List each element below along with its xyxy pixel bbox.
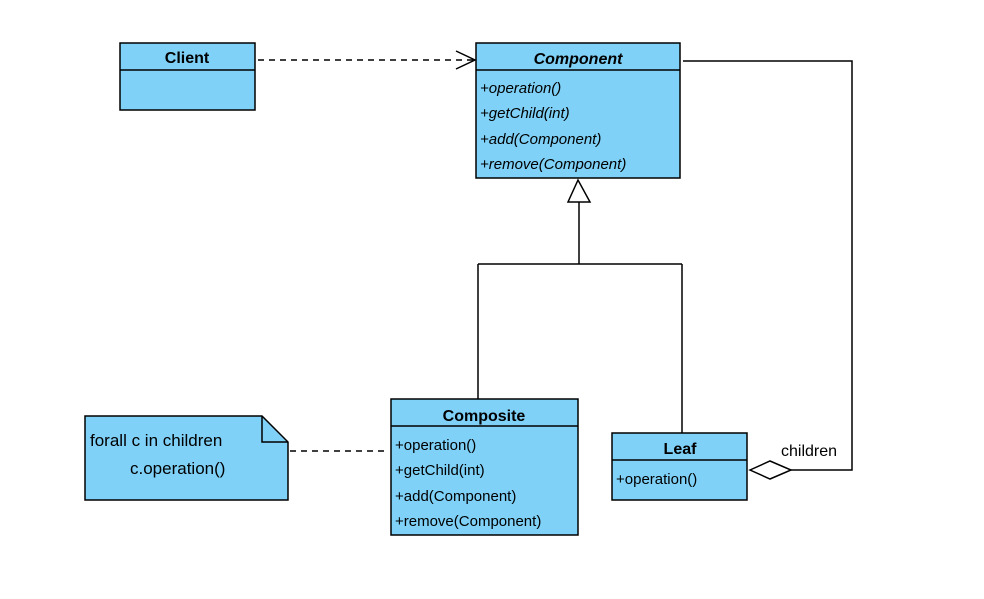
note-shape [84,415,289,501]
generalization-triangle [566,178,592,203]
note-line-2: c.operation() [130,459,225,478]
composite-class[interactable]: Composite +operation() +getChild(int) +a… [390,398,579,536]
dependency-arrowhead [455,50,477,70]
client-class[interactable]: Client [119,42,256,111]
composite-op-add: +add(Component) [395,488,516,505]
note-folded-corner [261,416,288,443]
composite-class-box [390,398,579,536]
aggregation-label: children [781,443,837,460]
generalization [477,178,683,433]
note[interactable]: forall c in children c.operation() [84,415,289,501]
component-class[interactable]: Component +operation() +getChild(int) +a… [475,42,681,179]
component-op-getchild: +getChild(int) [480,105,570,122]
aggregation-line [683,60,853,471]
composite-op-remove: +remove(Component) [395,513,541,530]
leaf-op-operation: +operation() [616,471,697,488]
leaf-class-box [611,432,748,501]
component-class-box [475,42,681,179]
composite-op-operation: +operation() [395,437,476,454]
note-line-1: forall c in children [90,431,222,450]
composite-op-getchild: +getChild(int) [395,462,485,479]
dependency-client-component [258,50,477,70]
composite-class-name: Composite [443,408,526,425]
component-class-name: Component [534,51,624,68]
client-class-name: Client [165,50,210,67]
component-op-remove: +remove(Component) [480,156,626,173]
leaf-class[interactable]: Leaf +operation() [611,432,748,501]
component-op-add: +add(Component) [480,131,601,148]
component-op-operation: +operation() [480,80,561,97]
aggregation-children: children [683,60,853,480]
aggregation-diamond [748,460,793,480]
leaf-class-name: Leaf [664,441,698,458]
client-class-box [119,42,256,111]
